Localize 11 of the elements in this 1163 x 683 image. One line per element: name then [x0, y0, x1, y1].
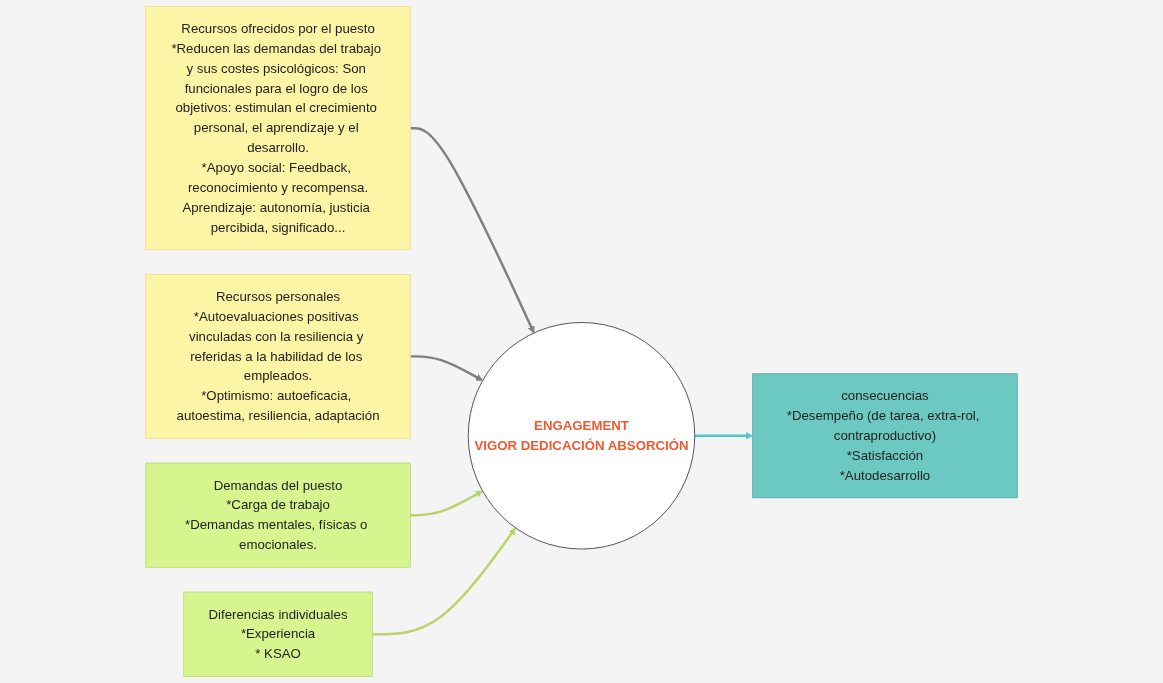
- arrow: [372, 527, 516, 636]
- node-box: Demandas del puesto *Carga de trabajo *Demandas mentales, físicas o emocionales.: [145, 462, 411, 568]
- node-box: Diferencias individuales *Experiencia * KSAO: [183, 591, 373, 677]
- arrow: [410, 126, 535, 334]
- arrow: [694, 432, 753, 440]
- node-box: Recursos ofrecidos por el puesto *Reducen las demandas del trabajo y sus costes psicológicos: Son funcionales para el logro de los objetivos: estimulan el crecimiento personal, el aprendizaje y el desarrollo. *Apoyo social: Feedback, reconocimiento y recompensa. Aprendizaje: autonomía, justicia percibida, significado...: [145, 6, 411, 251]
- node-box: consecuencias *Desempeño (de tarea, extra-rol, contraproductivo) *Satisfacción *Autodesarrollo: [752, 373, 1018, 499]
- arrow: [410, 490, 483, 517]
- node-box: Recursos personales *Autoevaluaciones positivas vinculadas con la resiliencia y referidas a la habilidad de los empleados. *Optimismo: autoeficacia, autoestima, resiliencia, adaptación: [145, 274, 411, 439]
- node-circle: ENGAGEMENT VIGOR DEDICACIÓN ABSORCIÓN: [467, 322, 696, 550]
- arrow: [410, 355, 483, 381]
